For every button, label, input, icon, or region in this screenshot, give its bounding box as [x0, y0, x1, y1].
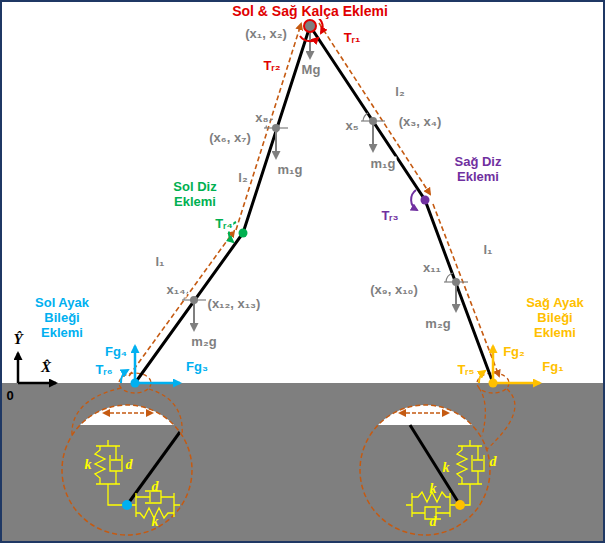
joint-name: Sağ Ayak Bileği Eklemi: [514, 296, 596, 341]
symbol-label: k: [443, 460, 450, 476]
symbol-label: Tᵣ₄: [214, 217, 233, 232]
symbol-label: Mg: [301, 63, 322, 78]
symbol-label: k: [430, 481, 437, 497]
symbol-label: l₂: [237, 171, 248, 186]
symbol-label: x₈: [254, 111, 269, 126]
symbol-label: Tᵣ₆: [94, 363, 113, 378]
symbol-label: Tᵣ₁: [343, 31, 362, 46]
symbol-label: Fg₁: [541, 360, 564, 375]
symbol-label: d: [126, 457, 133, 473]
symbol-label: m₁g: [277, 163, 304, 178]
joint-name: Sağ Diz Eklemi: [447, 155, 509, 185]
symbol-label: d: [490, 454, 497, 470]
symbol-label: Tᵣ₃: [380, 209, 399, 224]
symbol-label: x₅: [344, 119, 359, 134]
symbol-label: m₂g: [424, 317, 451, 332]
symbol-label: Fg₂: [502, 345, 526, 360]
symbol-label: 0: [6, 389, 13, 404]
symbol-label: (x₆, x₇): [208, 131, 251, 146]
symbol-label: l₁: [483, 243, 494, 258]
symbol-label: l₁: [155, 255, 166, 270]
symbol-label: (x₉, x₁₀): [369, 283, 418, 298]
symbol-label: Tᵣ₂: [263, 59, 282, 74]
symbol-label: m₁g: [370, 157, 397, 172]
symbol-label: m₂g: [190, 335, 217, 350]
symbol-label: (x₁₂, x₁₃): [207, 297, 262, 312]
symbol-label: (x₃, x₄): [398, 115, 443, 130]
joint-name: Sol Diz Eklemi: [164, 180, 226, 210]
symbol-label: Fg₃: [185, 360, 209, 375]
symbol-label: Fg₄: [104, 345, 128, 360]
symbol-label: d: [430, 514, 437, 530]
symbol-label: k: [85, 457, 92, 473]
symbol-label: (x₁, x₂): [244, 27, 288, 42]
symbol-label: Tᵣ₅: [456, 363, 475, 378]
symbol-label: k: [152, 514, 159, 530]
symbol-label: d: [152, 479, 159, 495]
joint-title: Sol & Sağ Kalça Eklemi: [231, 3, 389, 19]
symbol-label: x₁₄: [166, 283, 187, 298]
symbol-label: X̂: [40, 359, 52, 376]
symbol-label: x₁₁: [422, 261, 442, 276]
symbol-label: l₂: [394, 85, 405, 100]
joint-name: Sol Ayak Bileği Eklemi: [21, 296, 103, 341]
symbol-label: Ŷ: [12, 331, 23, 348]
